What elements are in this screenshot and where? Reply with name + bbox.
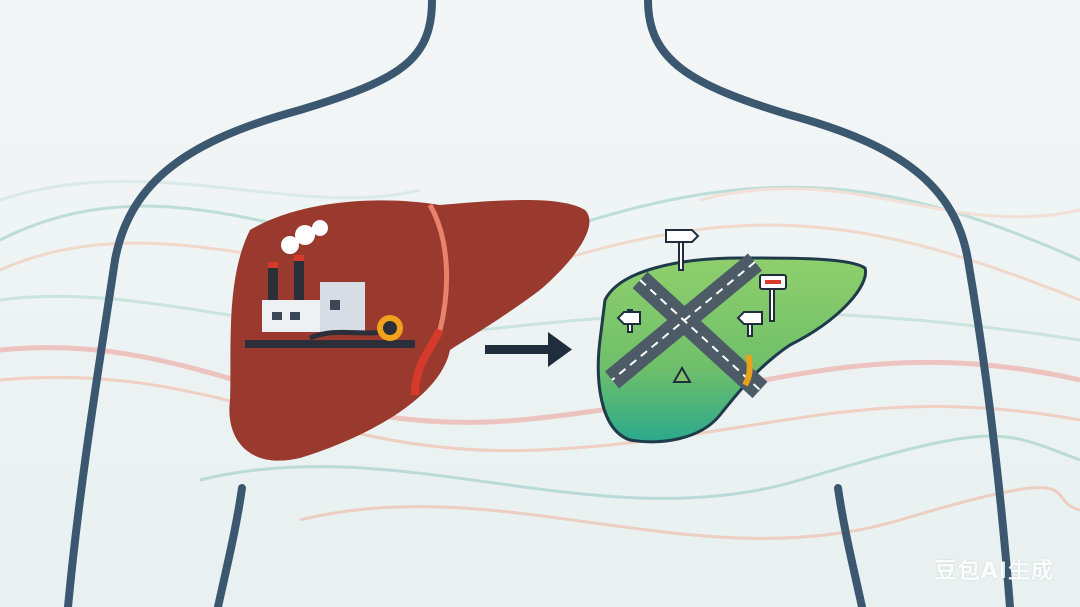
right-arrow-icon [485,332,572,367]
factory-icon [245,220,415,348]
healthy-liver-map [596,229,867,444]
body-outline [64,0,1014,607]
damaged-liver [229,200,590,461]
signpost-icon [616,229,787,383]
watermark: 豆包AI生成 [934,559,1054,584]
